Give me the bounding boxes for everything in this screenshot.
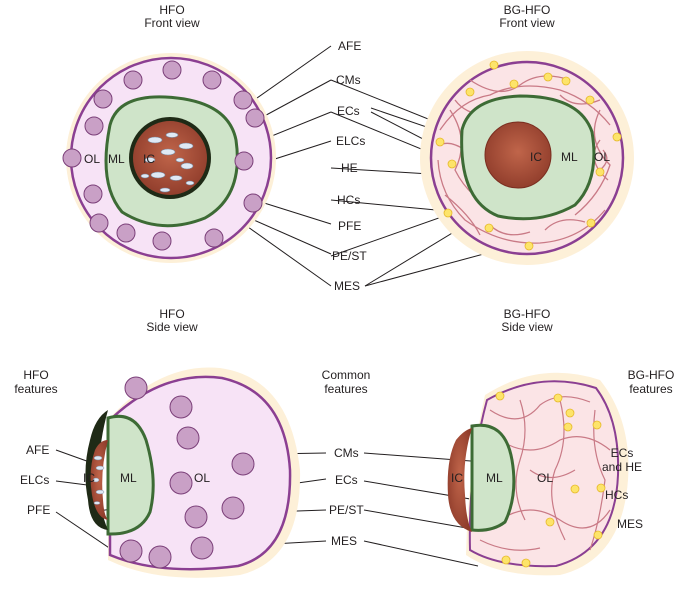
front-right-title-1: BG-HFO bbox=[503, 3, 551, 17]
hfo-front-pfe bbox=[62, 60, 265, 251]
hfo-side-ml bbox=[106, 414, 155, 536]
bghfo-front-ic-label: IC bbox=[530, 150, 542, 164]
hfo-features-heading-2: features bbox=[14, 382, 58, 396]
side-left-label-elcs: ELCs bbox=[20, 473, 50, 487]
hfo-front-ol-label: OL bbox=[84, 152, 100, 166]
hfo-side-ml-label: ML bbox=[120, 471, 137, 485]
hfo-side-ic-label: IC bbox=[83, 471, 95, 485]
side-right-label-mes: MES bbox=[617, 517, 644, 531]
bghfo-front-organoid: IC ML OL bbox=[420, 51, 634, 265]
bghfo-features-heading-2: features bbox=[629, 382, 673, 396]
bghfo-front-hcs bbox=[435, 60, 622, 251]
side-label-pe-st: PE/ST bbox=[329, 503, 364, 517]
bghfo-front-ol-label: OL bbox=[594, 150, 610, 164]
hfo-features-heading-1: HFO bbox=[23, 368, 49, 382]
hfo-side-ol-label: OL bbox=[194, 471, 210, 485]
common-features-heading-1: Common bbox=[321, 368, 371, 382]
side-label-mes: MES bbox=[331, 534, 358, 548]
hfo-front-organoid: OL ML IC bbox=[62, 53, 276, 263]
side-label-cms: CMs bbox=[334, 446, 359, 460]
bghfo-side-ml bbox=[470, 423, 516, 532]
bghfo-side-ic-label: IC bbox=[451, 471, 463, 485]
side-right-label-ecs: ECs bbox=[610, 446, 634, 460]
label-pe-st: PE/ST bbox=[332, 249, 367, 263]
label-elcs: ELCs bbox=[336, 134, 366, 148]
side-left-title-2: Side view bbox=[146, 320, 198, 334]
side-right-title-2: Side view bbox=[501, 320, 553, 334]
hfo-side-elcs bbox=[92, 455, 105, 505]
front-left-title-1: HFO bbox=[159, 3, 185, 17]
bghfo-front-ml-label: ML bbox=[561, 150, 578, 164]
side-right-title-1: BG-HFO bbox=[503, 307, 551, 321]
side-left-title-1: HFO bbox=[159, 307, 185, 321]
hfo-side-ol bbox=[108, 375, 292, 571]
label-hcs: HCs bbox=[337, 193, 361, 207]
hfo-side-pfe bbox=[119, 376, 255, 569]
bghfo-side-ic bbox=[447, 428, 472, 532]
side-left-label-pfe: PFE bbox=[27, 503, 51, 517]
front-left-title-2: Front view bbox=[144, 16, 200, 30]
label-mes: MES bbox=[334, 279, 361, 293]
label-pfe: PFE bbox=[338, 219, 362, 233]
side-left-label-afe: AFE bbox=[26, 443, 50, 457]
label-afe: AFE bbox=[338, 39, 362, 53]
bghfo-front-ic bbox=[484, 121, 552, 189]
bghfo-side-ol-label: OL bbox=[537, 471, 553, 485]
label-ecs: ECs bbox=[337, 104, 360, 118]
hfo-front-ic-label: IC bbox=[143, 152, 155, 166]
bghfo-side-vessels bbox=[479, 396, 611, 551]
side-right-label-hcs: HCs bbox=[605, 488, 629, 502]
common-features-heading-2: features bbox=[324, 382, 368, 396]
hfo-side-organoid: IC ML OL bbox=[83, 367, 301, 578]
bghfo-features-heading-1: BG-HFO bbox=[627, 368, 675, 382]
label-he: HE bbox=[341, 161, 358, 175]
front-right-title-2: Front view bbox=[499, 16, 555, 30]
side-label-ecs: ECs bbox=[335, 473, 358, 487]
bghfo-side-organoid: IC ML OL bbox=[447, 372, 629, 576]
bghfo-side-ml-label: ML bbox=[486, 471, 503, 485]
hfo-front-elcs bbox=[140, 132, 195, 193]
hfo-front-ml-label: ML bbox=[108, 152, 125, 166]
bghfo-side-hcs bbox=[495, 391, 606, 568]
label-cms: CMs bbox=[336, 73, 361, 87]
hfo-side-ic bbox=[90, 440, 108, 520]
side-right-label-and-he: and HE bbox=[601, 460, 643, 474]
